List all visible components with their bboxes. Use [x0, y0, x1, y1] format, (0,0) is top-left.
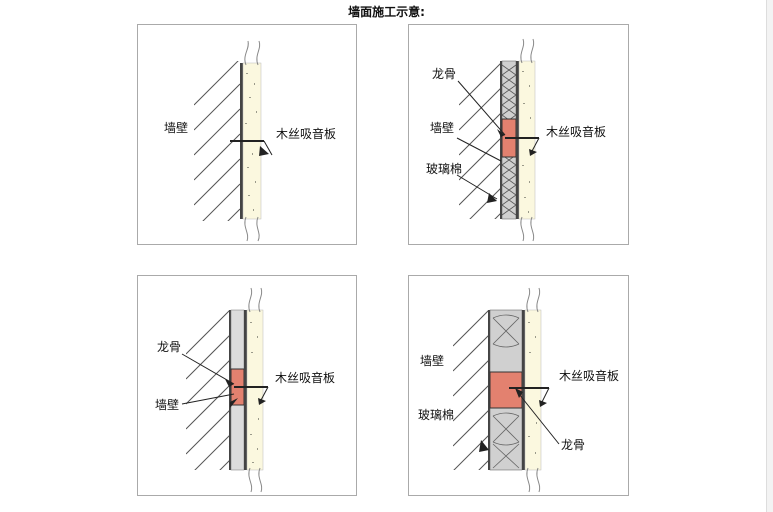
diagram-panel-stud-glass-wool: 龙骨 墙壁 木丝吸音板 玻璃棉: [408, 24, 629, 245]
label-board: 木丝吸音板: [276, 127, 337, 141]
diagram-panel-thick-glass-wool: 墙壁 木丝吸音板 玻璃棉 龙骨: [408, 275, 629, 496]
label-glass-wool: 玻璃棉: [418, 408, 455, 422]
label-stud: 龙骨: [432, 67, 457, 81]
page-scrollbar-edge: [766, 0, 773, 512]
label-glass-wool: 玻璃棉: [426, 162, 463, 176]
label-wall: 墙壁: [164, 121, 189, 135]
section-drawing: [453, 287, 560, 493]
label-wall: 墙壁: [430, 121, 455, 135]
section-drawing: [456, 38, 540, 242]
section-drawing: [181, 287, 269, 493]
wood-wool-board: [524, 309, 542, 471]
wood-wool-board: [246, 309, 264, 471]
diagram-panel-board-on-wall: 墙壁 木丝吸音板: [137, 24, 357, 245]
wood-wool-board: [518, 60, 536, 220]
label-board: 木丝吸音板: [275, 371, 336, 385]
label-stud: 龙骨: [157, 340, 182, 354]
section-drawing: [194, 40, 273, 242]
label-wall: 墙壁: [155, 398, 180, 412]
label-board: 木丝吸音板: [546, 125, 607, 139]
label-board: 木丝吸音板: [559, 369, 620, 383]
label-stud: 龙骨: [561, 438, 586, 452]
wall-hatch: [194, 61, 240, 221]
label-wall: 墙壁: [420, 354, 445, 368]
board-speckles: [245, 73, 257, 211]
page-title: 墙面施工示意:: [348, 5, 425, 19]
diagram-panel-stud-board: 龙骨 墙壁 木丝吸音板: [137, 275, 357, 496]
